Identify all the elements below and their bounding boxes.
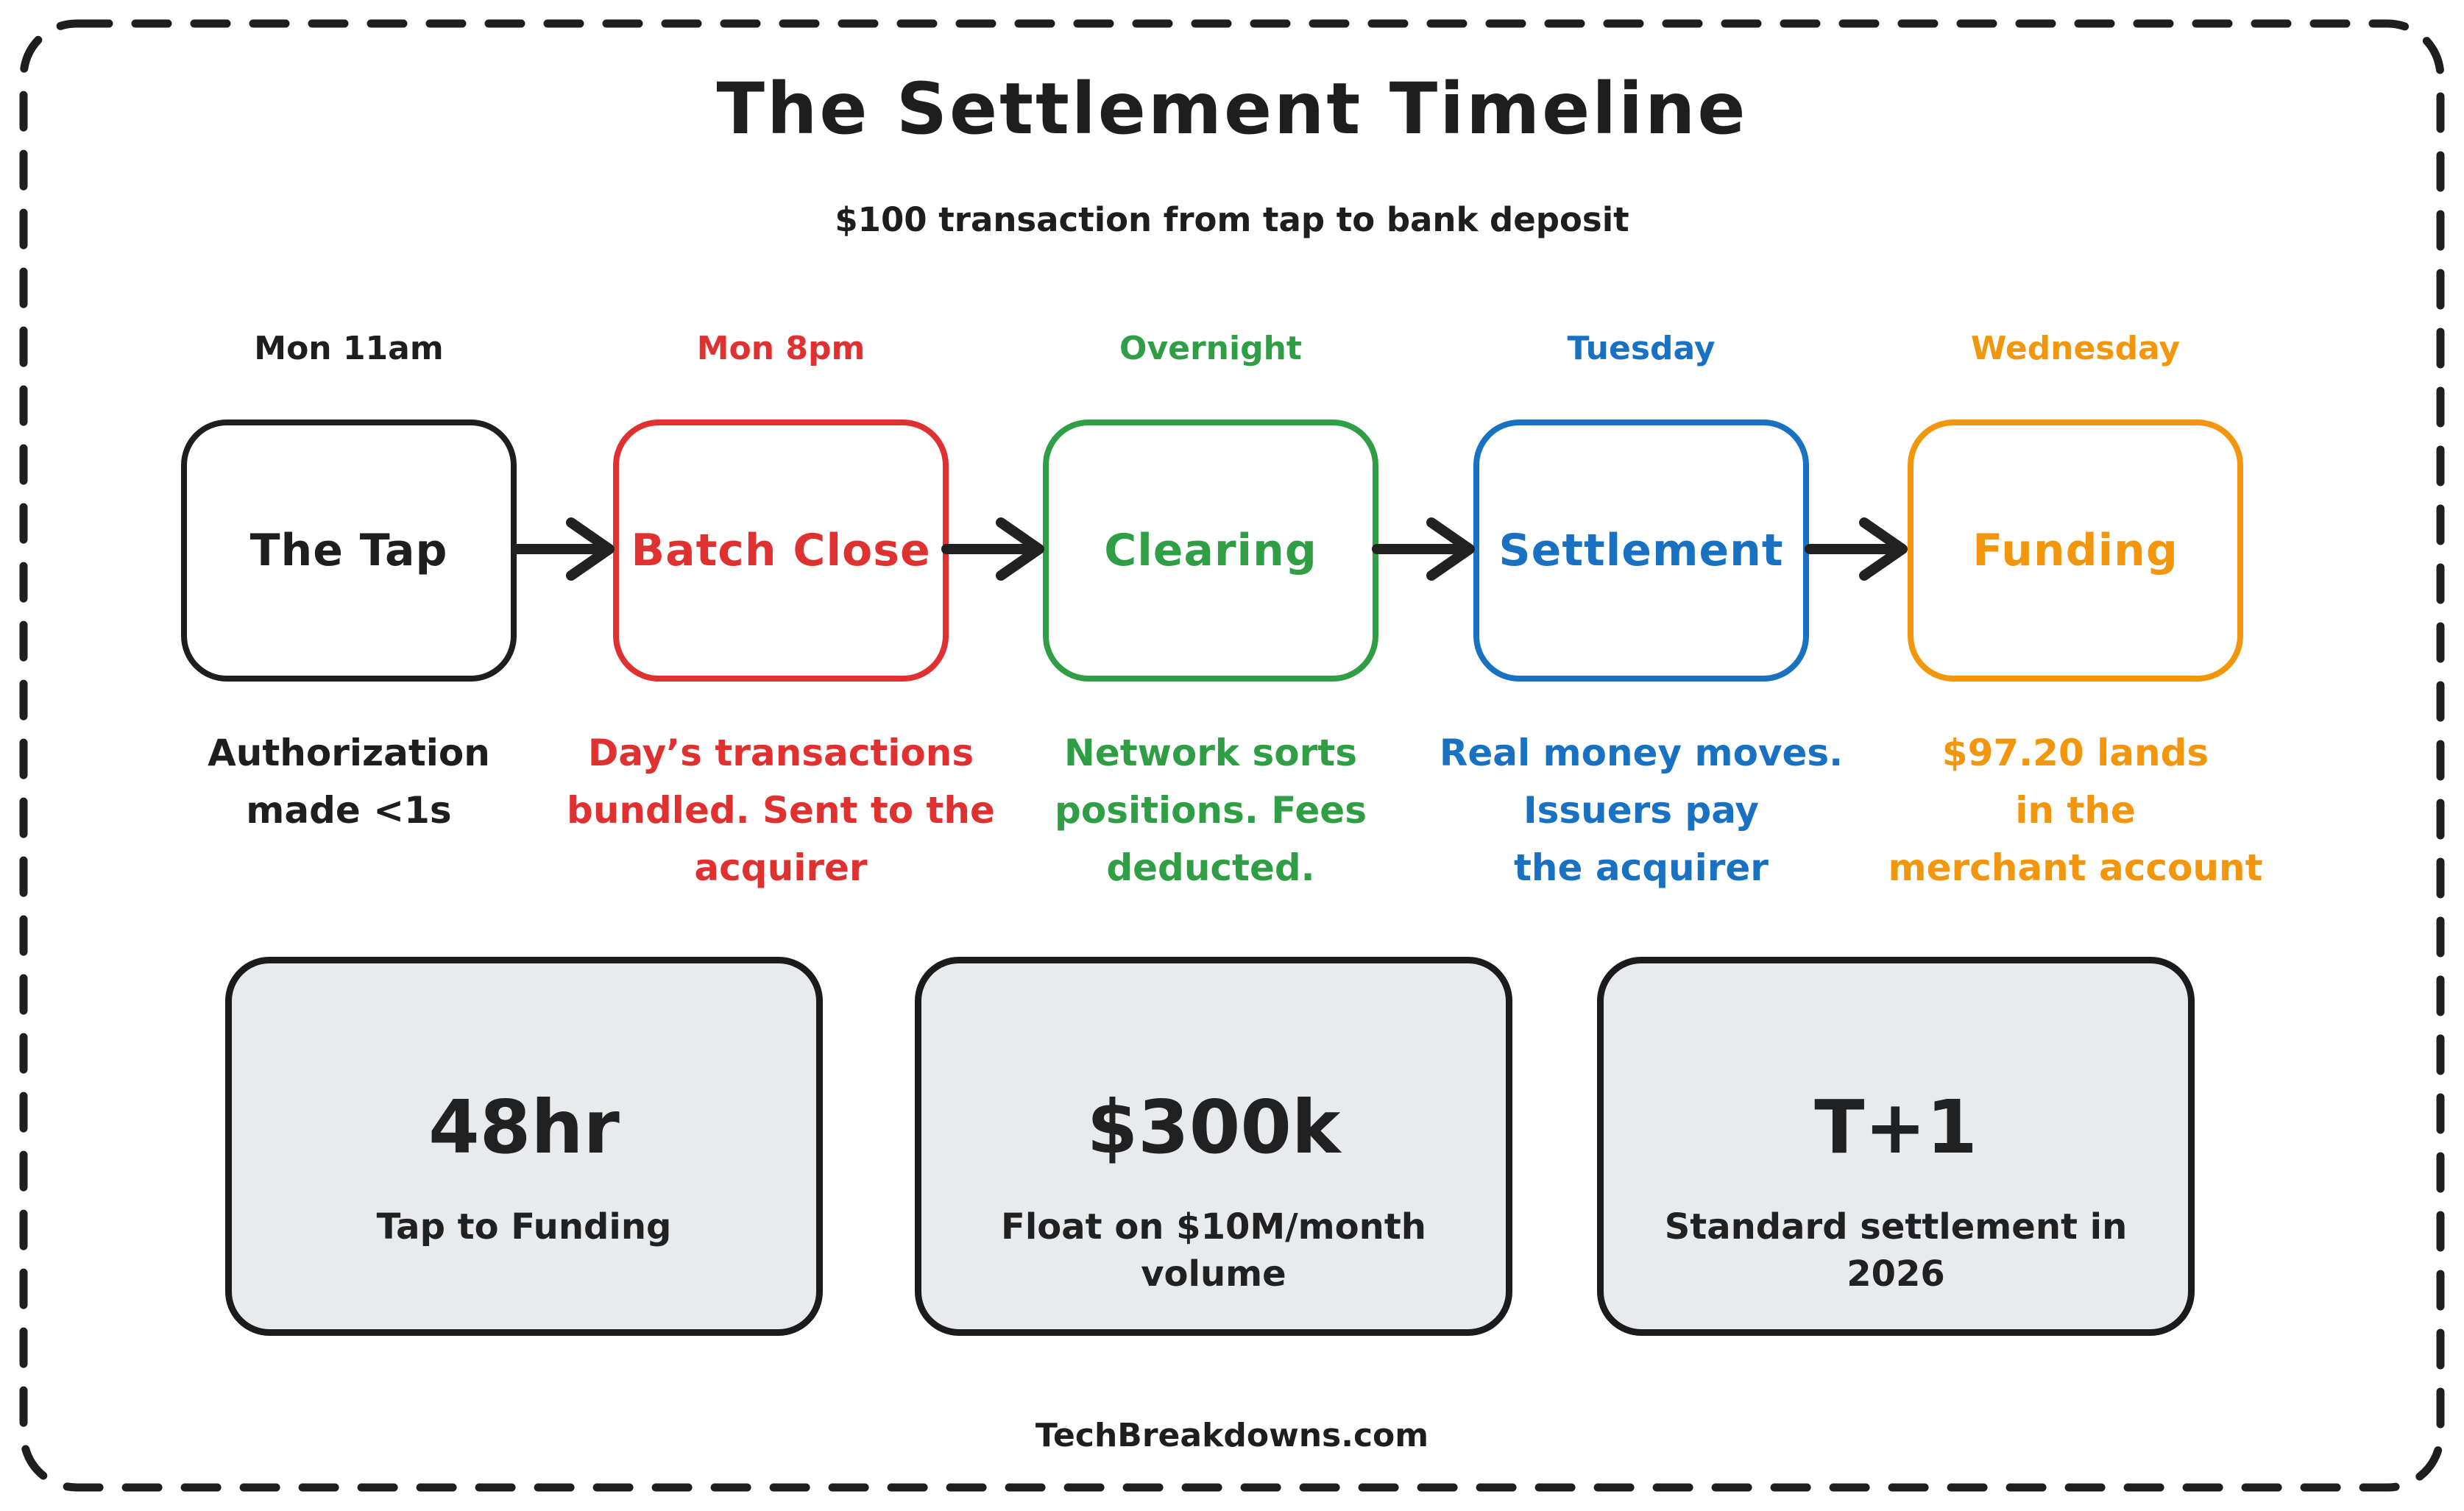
stage-description: Real money moves. Issuers pay the acquir…: [1439, 732, 1844, 889]
stat-caption: Float on $10M/month volume: [1001, 1206, 1426, 1295]
stage-box-the-tap: The Tap: [181, 420, 517, 682]
flow-arrow-icon: [1805, 517, 1908, 581]
stage-description: $97.20 lands in the merchant account: [1888, 732, 2263, 889]
page-subtitle: $100 transaction from tap to bank deposi…: [835, 200, 1629, 239]
stage-box-label: Settlement: [1498, 525, 1784, 576]
flow-arrow-icon: [941, 517, 1044, 581]
stat-caption: Standard settlement in 2026: [1664, 1206, 2128, 1295]
stage-box-label: The Tap: [249, 525, 448, 576]
flow-arrow-icon: [511, 517, 615, 581]
stage-box-label: Funding: [1972, 525, 2178, 576]
stage-batch-close: Mon 8pm Batch Close Day’s transactions b…: [560, 330, 1002, 896]
footer-site-name: TechBreakdowns.com: [1035, 1417, 1429, 1454]
stage-time-label: Wednesday: [1970, 330, 2181, 367]
stage-description: Network sorts positions. Fees deducted.: [1055, 732, 1367, 889]
stage-box-batch-close: Batch Close: [613, 420, 949, 682]
stage-settlement: Tuesday Settlement Real money moves. Iss…: [1420, 330, 1862, 896]
stat-value: $300k: [1086, 1084, 1341, 1170]
stage-time-label: Mon 11am: [254, 330, 444, 367]
stat-card-float: $300k Float on $10M/month volume: [915, 957, 1512, 1336]
stage-time-label: Mon 8pm: [696, 330, 865, 367]
stage-clearing: Overnight Clearing Network sorts positio…: [990, 330, 1431, 896]
stage-box-label: Clearing: [1104, 525, 1317, 576]
stage-box-label: Batch Close: [631, 525, 931, 576]
stage-description: Day’s transactions bundled. Sent to the …: [567, 732, 995, 889]
stage-time-label: Overnight: [1119, 330, 1302, 367]
stat-card-t-plus-1: T+1 Standard settlement in 2026: [1597, 957, 2195, 1336]
stage-description: Authorization made <1s: [208, 732, 490, 832]
stat-value: T+1: [1814, 1084, 1978, 1170]
stage-box-clearing: Clearing: [1043, 420, 1378, 682]
stage-the-tap: Mon 11am The Tap Authorization made <1s: [128, 330, 570, 839]
flow-arrow-icon: [1372, 517, 1475, 581]
stage-box-funding: Funding: [1908, 420, 2243, 682]
stage-time-label: Tuesday: [1567, 330, 1716, 367]
stat-caption: Tap to Funding: [376, 1206, 672, 1248]
stat-value: 48hr: [428, 1084, 620, 1170]
stat-card-tap-to-funding: 48hr Tap to Funding: [225, 957, 823, 1336]
stage-funding: Wednesday Funding $97.20 lands in the me…: [1855, 330, 2296, 896]
page-title: The Settlement Timeline: [716, 68, 1748, 150]
stage-box-settlement: Settlement: [1473, 420, 1809, 682]
